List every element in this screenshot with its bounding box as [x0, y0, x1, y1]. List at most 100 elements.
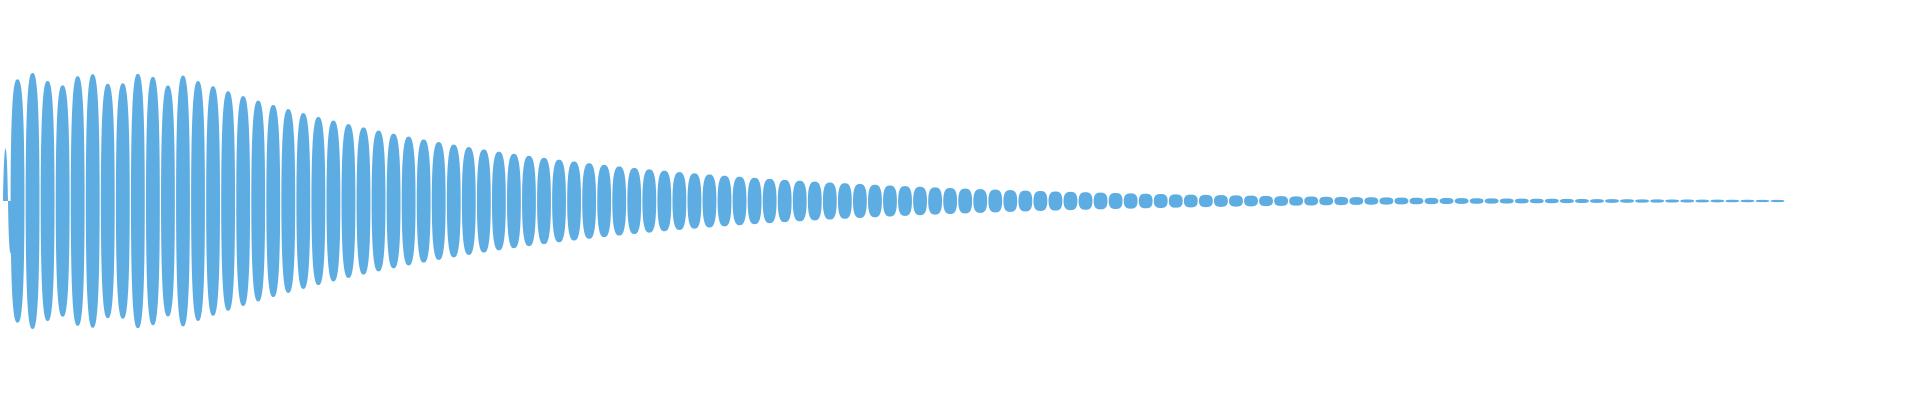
waveform-lobe [326, 120, 341, 282]
waveform-lobe [1665, 199, 1680, 203]
waveform-lobe [236, 96, 251, 306]
waveform-lobe [356, 127, 371, 275]
waveform-lobe [702, 174, 717, 228]
waveform-lobe [1364, 197, 1379, 205]
waveform-lobe [1018, 190, 1033, 212]
waveform-lobe [1078, 192, 1093, 210]
waveform-lobe [1048, 191, 1063, 211]
waveform-lobe [281, 109, 296, 293]
waveform-lobe [717, 175, 732, 227]
waveform-lobe [822, 182, 837, 220]
waveform-lobe [1680, 199, 1695, 203]
waveform-lobe [1108, 193, 1123, 209]
waveform-lobe [522, 155, 536, 247]
waveform-lobe [10, 79, 25, 323]
waveform-transient [3, 148, 13, 254]
waveform-lobe [1153, 194, 1168, 208]
waveform-lobe [251, 100, 266, 302]
waveform-lobe [85, 74, 100, 328]
waveform-lobe [476, 149, 491, 253]
waveform-lobe [1213, 195, 1228, 207]
waveform-lobe [1620, 199, 1634, 203]
waveform-lobe [1093, 192, 1108, 210]
waveform-lobe [1319, 196, 1334, 206]
waveform-lobe [371, 130, 386, 272]
waveform-lobe [1454, 198, 1469, 204]
waveform-lobe [1409, 197, 1424, 205]
waveform-lobe [928, 187, 943, 215]
waveform-lobe [988, 189, 1003, 213]
waveform-lobe [627, 167, 642, 235]
waveform-lobe [1755, 199, 1770, 203]
waveform-lobe [461, 147, 476, 255]
waveform-lobe [657, 170, 672, 232]
waveform-lobe [913, 186, 927, 216]
waveform-lobe [1725, 199, 1740, 203]
waveform-lobe [1514, 198, 1529, 204]
waveform-lobe [130, 73, 145, 329]
waveform-lobe [1379, 197, 1394, 205]
waveform-lobe [296, 113, 311, 289]
waveform-lobe [401, 136, 416, 266]
waveform-lobe [582, 163, 597, 239]
waveform-lobe [1484, 198, 1499, 204]
waveform-lobe [792, 180, 807, 222]
waveform-lobe [1304, 196, 1319, 206]
waveform-lobes [3, 73, 1785, 329]
waveform-lobe [1439, 198, 1454, 204]
waveform-lobe [1003, 190, 1018, 212]
waveform-lobe [70, 76, 85, 326]
waveform-lobe [191, 81, 205, 321]
waveform-lobe [1168, 194, 1183, 208]
waveform-lobe [507, 153, 521, 249]
waveform-lobe [567, 161, 582, 241]
waveform-lobe [266, 104, 281, 298]
waveform-lobe [537, 157, 551, 245]
waveform-lobe [552, 159, 566, 243]
waveform-lobe [145, 76, 160, 326]
waveform-lobe [1063, 191, 1078, 211]
waveform-lobe [1138, 193, 1153, 209]
waveform-lobe [1394, 197, 1409, 205]
waveform-lobe [446, 144, 461, 258]
waveform-lobe [597, 164, 612, 238]
waveform-lobe [1334, 196, 1349, 206]
waveform-lobe [1229, 195, 1243, 207]
waveform-lobe [100, 83, 115, 319]
waveform-lobe [386, 133, 401, 269]
waveform-lobe [206, 86, 220, 316]
waveform-lobe [687, 173, 702, 229]
waveform-lobe [1559, 198, 1574, 204]
waveform-lobe [1349, 197, 1364, 205]
waveform-lobe [852, 184, 867, 218]
waveform-lobe [115, 83, 130, 319]
waveform-lobe [762, 178, 777, 224]
waveform-lobe [898, 186, 912, 216]
waveform-lobe [958, 188, 973, 214]
waveform-lobe [40, 81, 55, 321]
waveform-lobe [176, 75, 190, 327]
waveform-lobe [1635, 199, 1650, 203]
waveform-lobe [1544, 198, 1559, 204]
waveform-lobe [416, 139, 431, 263]
waveform-lobe [1274, 196, 1288, 206]
waveform-lobe [807, 181, 822, 221]
waveform-lobe [1499, 198, 1514, 204]
waveform-lobe [1590, 199, 1604, 203]
waveform-lobe [973, 189, 988, 213]
waveform-lobe [1529, 198, 1544, 204]
waveform-lobe [612, 166, 627, 236]
waveform-lobe [1033, 191, 1048, 211]
waveform-lobe [311, 116, 326, 286]
waveform-lobe [943, 188, 958, 214]
waveform-lobe [1259, 195, 1273, 207]
waveform-lobe [1289, 196, 1304, 206]
waveform-lobe [777, 179, 792, 223]
waveform-lobe [732, 176, 747, 226]
waveform-lobe [491, 151, 506, 251]
waveform-lobe [1424, 197, 1439, 205]
waveform-lobe [1575, 198, 1589, 204]
waveform-lobe [431, 142, 446, 260]
